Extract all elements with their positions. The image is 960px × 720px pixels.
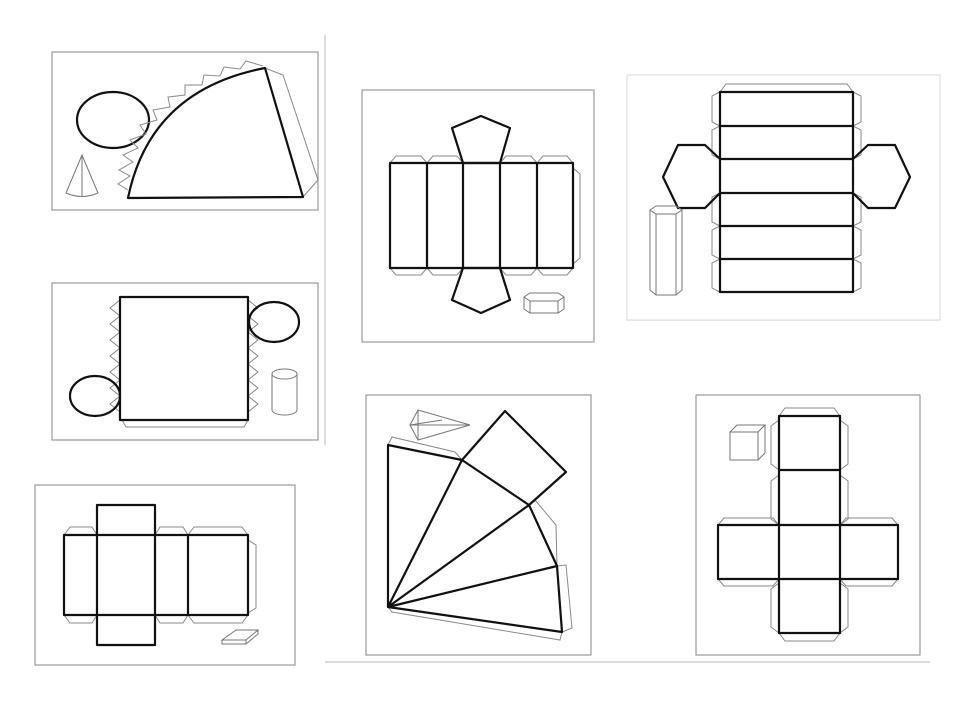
cone-lateral-sector	[126, 66, 305, 200]
glue-tabs	[711, 83, 862, 293]
hexagonal-prism-icon	[649, 205, 683, 296]
glue-tabs	[109, 299, 259, 428]
glue-tabs	[63, 526, 257, 624]
pentagon-bottom-face	[450, 266, 512, 315]
panel-cone-net	[51, 51, 319, 211]
pyramid-square-base	[461, 409, 568, 506]
prism-lateral-faces	[388, 161, 575, 270]
glue-tabs	[387, 436, 573, 641]
panel-pentagonal-pyramid-net	[365, 394, 592, 656]
cylinder-lateral-rect	[118, 295, 250, 422]
panel-hexagonal-prism-net	[626, 74, 941, 321]
pentagon-top-face	[450, 114, 512, 165]
prism-lateral-faces	[718, 90, 855, 294]
cone-base-circle	[75, 90, 151, 150]
panel-cylinder-net	[51, 282, 319, 441]
pentagonal-prism-icon	[523, 292, 565, 314]
rectangular-prism-icon	[220, 629, 260, 645]
glue-tabs	[389, 155, 581, 276]
hexagon-left-face	[661, 143, 721, 210]
cube-faces	[716, 414, 900, 635]
cylinder-bottom-circle	[68, 374, 122, 418]
panel-cube-net	[695, 394, 921, 656]
panel-pentagonal-prism-net	[361, 89, 595, 343]
pyramid-icon	[409, 409, 471, 441]
cylinder-top-circle	[247, 300, 301, 344]
cone-icon	[65, 153, 99, 197]
panel-rectangular-prism-net	[34, 484, 296, 666]
hexagon-right-face	[852, 143, 912, 210]
glue-tabs	[717, 407, 899, 642]
cube-icon	[729, 424, 767, 461]
prism-net-faces	[62, 503, 250, 647]
glue-tabs	[117, 60, 319, 198]
cylinder-icon	[271, 368, 298, 416]
